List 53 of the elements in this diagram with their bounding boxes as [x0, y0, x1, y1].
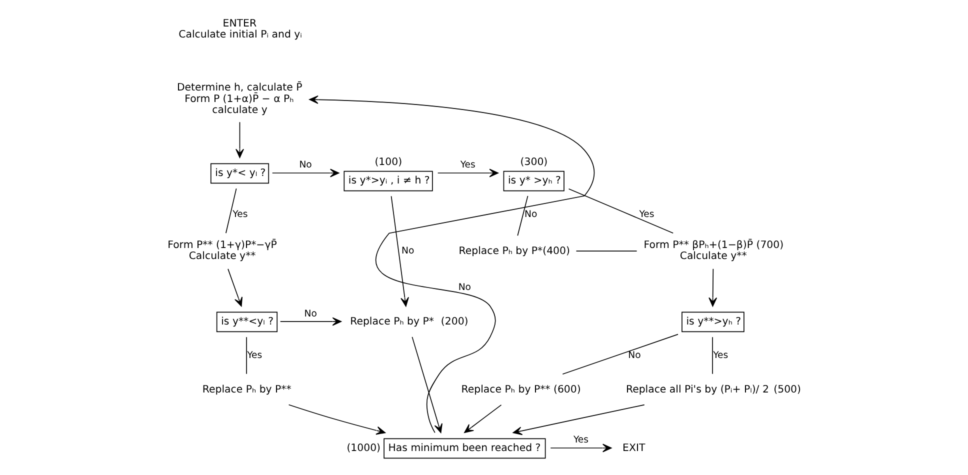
edge-label: Yes — [573, 434, 589, 446]
node-text: Replace Pₕ by P* — [350, 316, 434, 328]
node-text: Replace all Pi's by (Pᵢ+ Pₗ)/ 2 — [626, 384, 769, 396]
arrow — [412, 336, 442, 434]
arrow — [708, 268, 718, 307]
arrow — [512, 404, 645, 436]
edge-label: No — [628, 350, 641, 361]
edge-label: No — [401, 245, 414, 256]
connector — [246, 336, 247, 374]
arrow — [288, 404, 386, 435]
connector — [226, 188, 237, 234]
arrow — [464, 404, 502, 433]
node-box: is y*< yₗ ? — [210, 163, 270, 184]
node-text: Determine h, calculate P̄ Form P (1+α)P̄ − α Pₕ calculate y — [176, 82, 302, 116]
node-text: Form P** (1+γ)P*−γP̄ Calculate y** — [168, 240, 277, 262]
node-text: Replace Pₕ by P** — [202, 384, 292, 396]
edge-label: No — [299, 160, 312, 171]
edge-label: Yes — [460, 160, 476, 171]
node-label: (100) — [374, 157, 402, 168]
edge-label: No — [524, 208, 538, 220]
node-label: (500) — [774, 384, 802, 396]
arrow — [550, 444, 612, 452]
node-box: Has minimum been reached ? — [384, 438, 546, 459]
connector — [712, 336, 713, 374]
arrow — [437, 168, 498, 178]
arrow — [228, 268, 243, 307]
arrow — [309, 95, 595, 434]
edge-label: Yes — [639, 208, 654, 220]
node-label: (200) — [440, 316, 468, 328]
connector — [568, 188, 674, 234]
arrow — [280, 317, 342, 326]
node-box: is y* >yₕ ? — [503, 170, 564, 192]
node-box: is y**>yₕ ? — [682, 312, 744, 332]
connector — [517, 196, 528, 236]
edge-label: Yes — [247, 350, 262, 361]
edge-label: Yes — [713, 350, 728, 361]
node-text: Form P** βPₕ+(1−β)P̄ (700) Calculate y** — [644, 240, 784, 262]
node-label: (1000) — [346, 443, 381, 454]
edge-label: Yes — [232, 208, 248, 220]
edge-label: No — [458, 282, 472, 293]
arrow — [236, 122, 244, 158]
arrow — [390, 196, 409, 307]
arrow — [272, 168, 340, 178]
node-text: Replace Pₕ by P** (600) — [461, 384, 581, 396]
node-text: EXIT — [622, 443, 646, 454]
node-text: Replace Pₕ by P*(400) — [458, 246, 570, 258]
node-text: ENTER Calculate initial Pᵢ and yᵢ — [178, 18, 302, 41]
node-box: is y**<yₗ ? — [216, 312, 278, 332]
edge-label: No — [304, 308, 317, 320]
connector — [562, 334, 678, 375]
node-label: (300) — [520, 157, 548, 168]
node-box: is y*>yᵢ , i ≠ h ? — [344, 170, 433, 192]
connector — [576, 250, 638, 252]
